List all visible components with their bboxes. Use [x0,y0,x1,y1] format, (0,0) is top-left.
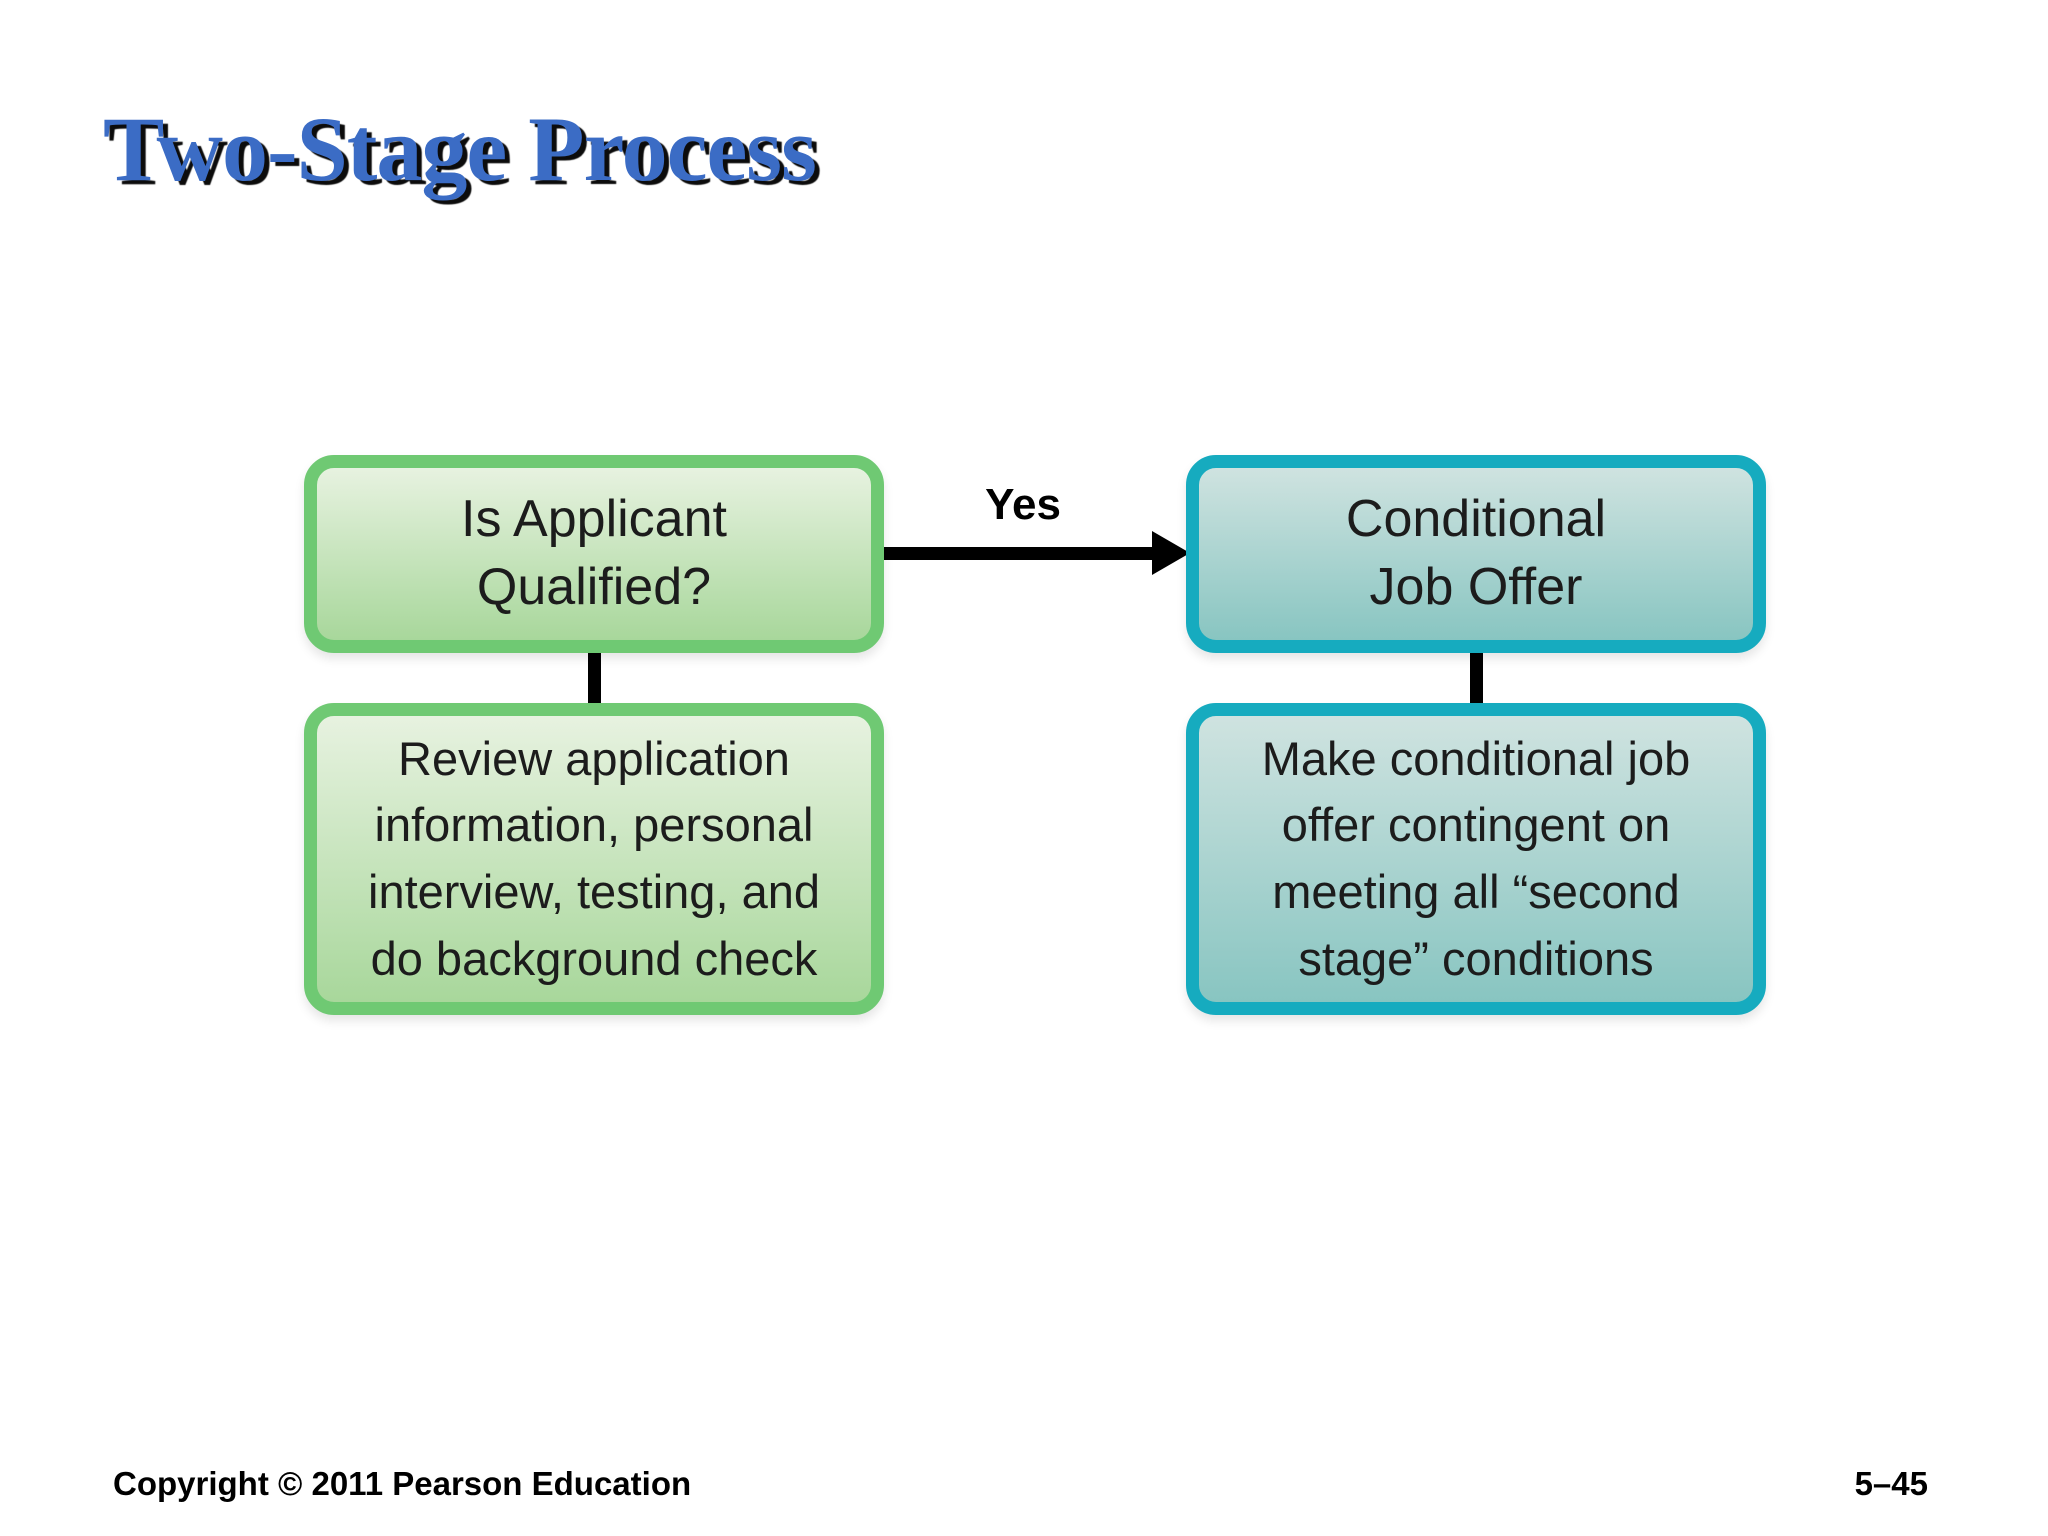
node-conditional-job-offer: Conditional Job Offer [1186,455,1766,653]
slide-title: Two-Stage Process [103,98,817,200]
node-label: Conditional Job Offer [1345,490,1607,616]
node-label: Make conditional job offer contingent on… [1261,731,1691,985]
node-review-application-detail: Review application information, personal… [304,703,884,1015]
yes-arrow-label: Yes [985,480,1061,529]
connector-line-right [1470,640,1483,716]
node-conditional-offer-detail: Make conditional job offer contingent on… [1186,703,1766,1015]
footer-copyright: Copyright © 2011 Pearson Education [113,1465,692,1502]
yes-arrow-head-icon [1152,531,1190,575]
node-label: Review application information, personal… [368,731,820,985]
footer-page-number: 5–45 [1854,1465,1928,1502]
node-is-applicant-qualified: Is Applicant Qualified? [304,455,884,653]
node-label: Is Applicant Qualified? [461,490,727,616]
connector-line-left [588,640,601,716]
yes-arrow-line [884,547,1162,560]
